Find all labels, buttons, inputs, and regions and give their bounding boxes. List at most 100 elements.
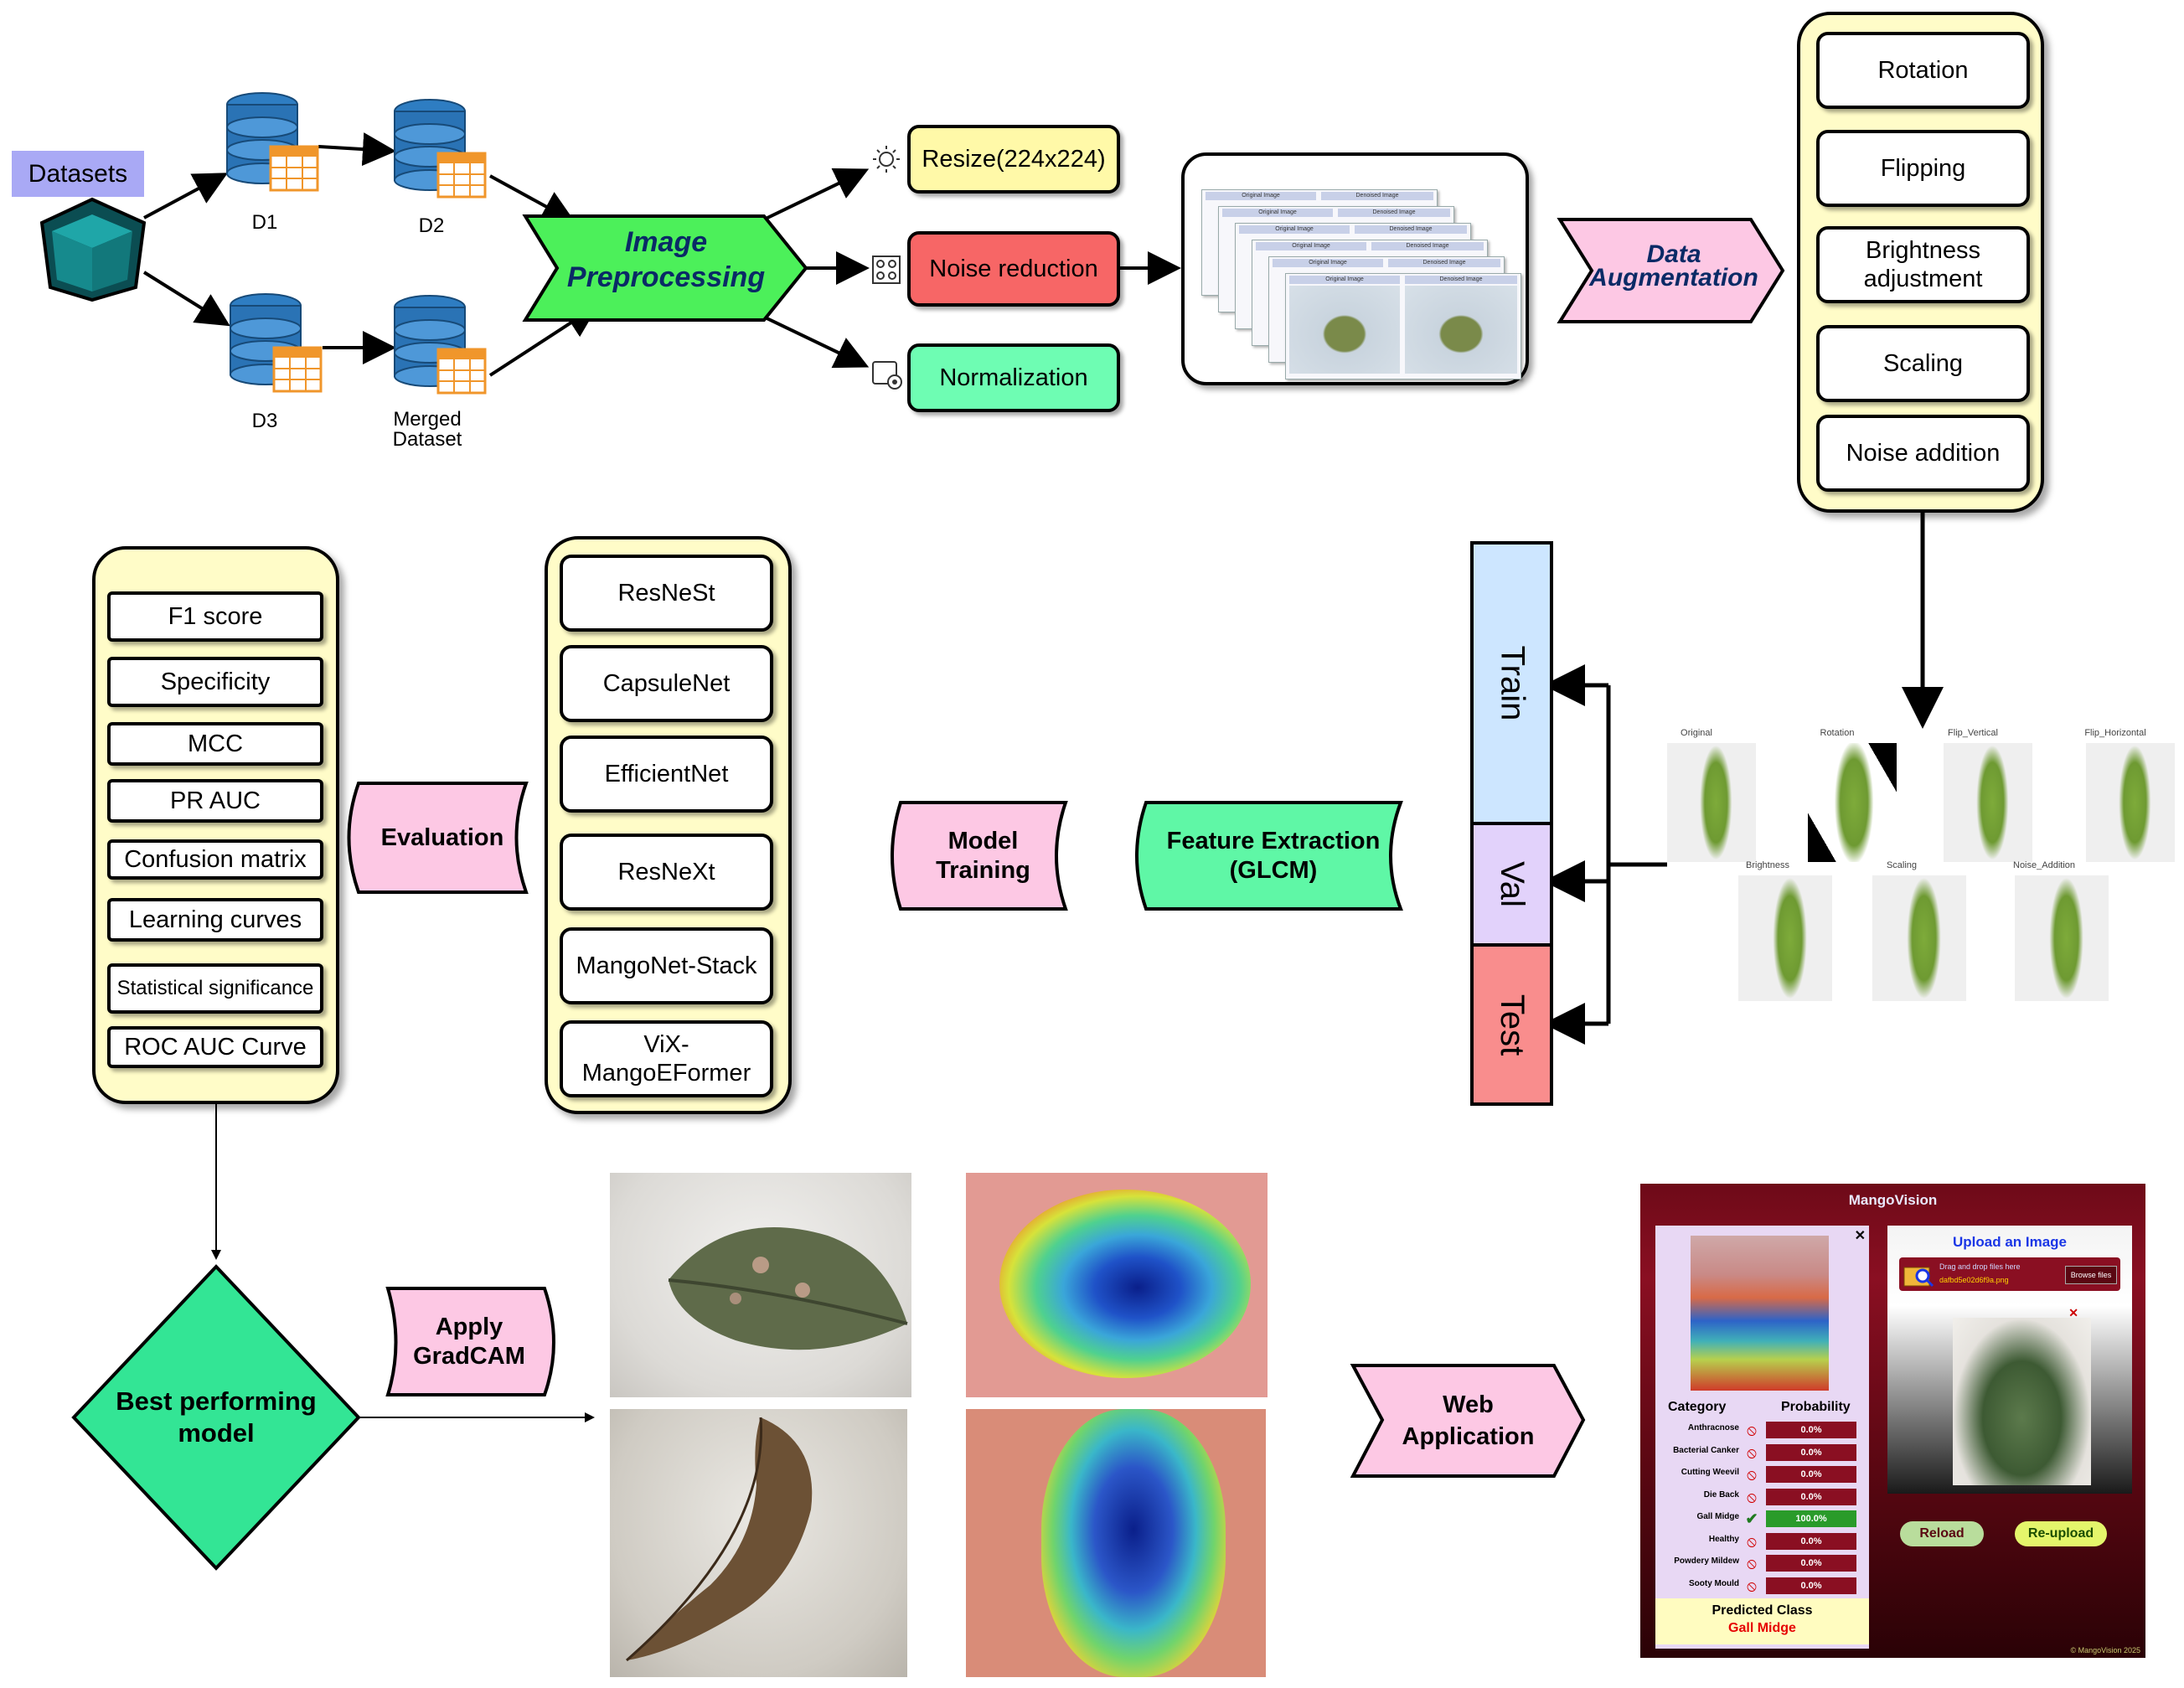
- remove-image-icon[interactable]: ✕: [2068, 1306, 2078, 1319]
- data-augmentation-shape: [1557, 218, 1785, 323]
- model-item: ResNeXt: [560, 834, 773, 911]
- category-name: Die Back: [1703, 1489, 1739, 1500]
- file-name: dafbd5e02d6f9a.png: [1939, 1276, 2009, 1284]
- sample-title: Original: [1681, 728, 1712, 738]
- probability-value: 0.0%: [1766, 1466, 1856, 1483]
- sample-title: Scaling: [1886, 860, 1918, 870]
- drag-text: Drag and drop files here: [1939, 1262, 2021, 1271]
- sample-image: [1944, 743, 2032, 862]
- category-name: Gall Midge: [1696, 1512, 1739, 1521]
- test-label-wrap: Test: [1472, 945, 1552, 1104]
- probability-header: Probability: [1781, 1400, 1851, 1414]
- arrow-preproc-resize: [763, 168, 870, 221]
- test-block: [1470, 943, 1553, 1106]
- category-name: Healthy: [1708, 1534, 1739, 1544]
- sample-image: [1667, 743, 1756, 862]
- sample-image: [2015, 875, 2109, 1001]
- gradcam-label: Apply GradCAM: [413, 1313, 525, 1370]
- normalization-step: Normalization: [907, 343, 1120, 412]
- preview-caption-denoised: Denoised Image: [1338, 209, 1450, 217]
- prohibited-icon: ⦸: [1747, 1466, 1757, 1483]
- preview-caption-original: Original Image: [1289, 276, 1400, 284]
- probability-row: Cutting Weevil⦸0.0%: [1655, 1464, 1869, 1484]
- noise-reduction-step: Noise reduction: [907, 231, 1120, 307]
- prohibited-icon: ⦸: [1747, 1443, 1757, 1461]
- augmentation-item: Flipping: [1816, 130, 2030, 207]
- resize-step: Resize(224x224): [907, 125, 1120, 194]
- augmentation-item: Noise addition: [1816, 415, 2030, 492]
- sample-title: Brightness: [1746, 860, 1789, 870]
- augmentation-item: Scaling: [1816, 325, 2030, 402]
- preview-caption-original: Original Image: [1206, 192, 1316, 200]
- best-model-diamond: [71, 1264, 361, 1571]
- arrow-d1-d2: [318, 132, 396, 167]
- prohibited-icon: ⦸: [1747, 1577, 1757, 1594]
- evaluation-shape: [347, 782, 529, 894]
- category-header: Category: [1668, 1400, 1727, 1414]
- sample-title: Rotation: [1820, 728, 1855, 738]
- copyright-text: © MangoVision 2025: [2070, 1646, 2140, 1654]
- preview-caption-original: Original Image: [1239, 225, 1350, 234]
- preview-caption-denoised: Denoised Image: [1388, 259, 1500, 267]
- val-label-wrap: Val: [1472, 823, 1552, 945]
- model-item: CapsuleNet: [560, 645, 773, 722]
- heatmap-image-1: [966, 1173, 1268, 1397]
- test-label: Test: [1493, 994, 1531, 1056]
- arrow-datasets-d1: [143, 173, 229, 219]
- database-icon-d2: [394, 99, 487, 199]
- leaf-image-1: [610, 1173, 911, 1397]
- arrow-d2-preproc: [489, 174, 576, 223]
- metric-item: F1 score: [107, 591, 323, 642]
- preview-caption-original: Original Image: [1222, 209, 1333, 217]
- webapp-window: MangoVision ✕ Category Probability Anthr…: [1640, 1184, 2145, 1658]
- predicted-label: Predicted Class: [1712, 1603, 1813, 1618]
- database-icon-d1: [226, 92, 319, 192]
- metric-item: PR AUC: [107, 779, 323, 823]
- category-name: Powdery Mildew: [1674, 1556, 1739, 1566]
- augmentation-item: Brightness adjustment: [1816, 226, 2030, 303]
- probability-value: 0.0%: [1766, 1532, 1856, 1550]
- arrow-preproc-normalization: [757, 312, 870, 369]
- model-item: ResNeSt: [560, 555, 773, 632]
- d2-label: D2: [418, 214, 445, 237]
- best-model-label: Best performing model: [116, 1386, 317, 1448]
- web-application-shape: [1350, 1364, 1586, 1478]
- leaf-image-2: [610, 1409, 907, 1677]
- arrow-datasets-d3: [142, 271, 230, 327]
- probability-value: 100.0%: [1766, 1510, 1856, 1527]
- preview-caption-original: Original Image: [1273, 259, 1383, 267]
- preview-caption-denoised: Denoised Image: [1405, 276, 1517, 284]
- reupload-button[interactable]: Re-upload: [2015, 1521, 2107, 1546]
- probability-value: 0.0%: [1766, 1422, 1856, 1438]
- probability-value: 0.0%: [1766, 1577, 1856, 1594]
- train-label-wrap: Train: [1472, 543, 1552, 823]
- browse-files-button[interactable]: Browse files: [2065, 1266, 2117, 1284]
- close-icon[interactable]: ✕: [1854, 1229, 1866, 1243]
- model-item: EfficientNet: [560, 736, 773, 813]
- merged-dataset-label: Merged Dataset: [392, 408, 462, 451]
- webapp-title: MangoVision: [1848, 1192, 1938, 1208]
- preview-caption-denoised: Denoised Image: [1371, 242, 1484, 250]
- reload-button[interactable]: Reload: [1900, 1521, 1984, 1546]
- preview-caption-denoised: Denoised Image: [1355, 225, 1467, 234]
- brightness-icon: [873, 146, 900, 173]
- image-settings-icon: [872, 361, 902, 390]
- uploaded-heatmap: [1691, 1236, 1829, 1391]
- file-dropzone[interactable]: Drag and drop files here dafbd5e02d6f9a.…: [1899, 1257, 2120, 1291]
- category-name: Sooty Mould: [1689, 1578, 1739, 1588]
- predicted-box: Predicted Class Gall Midge: [1655, 1598, 1869, 1644]
- upload-title: Upload an Image: [1952, 1234, 2068, 1250]
- augmentation-title: Data Augmentation: [1589, 240, 1758, 292]
- sample-title: Flip_Horizontal: [2084, 728, 2146, 738]
- probability-row: Sooty Mould ⦸ 0.0%: [1655, 1576, 1869, 1596]
- prohibited-icon: ⦸: [1747, 1488, 1757, 1505]
- prohibited-icon: ⦸: [1747, 1555, 1757, 1572]
- heatmap-image-2: [966, 1409, 1266, 1677]
- database-icon-d3: [230, 293, 323, 393]
- metric-item: Statistical significance: [107, 963, 323, 1014]
- probability-row: Bacterial Canker⦸0.0%: [1655, 1443, 1869, 1463]
